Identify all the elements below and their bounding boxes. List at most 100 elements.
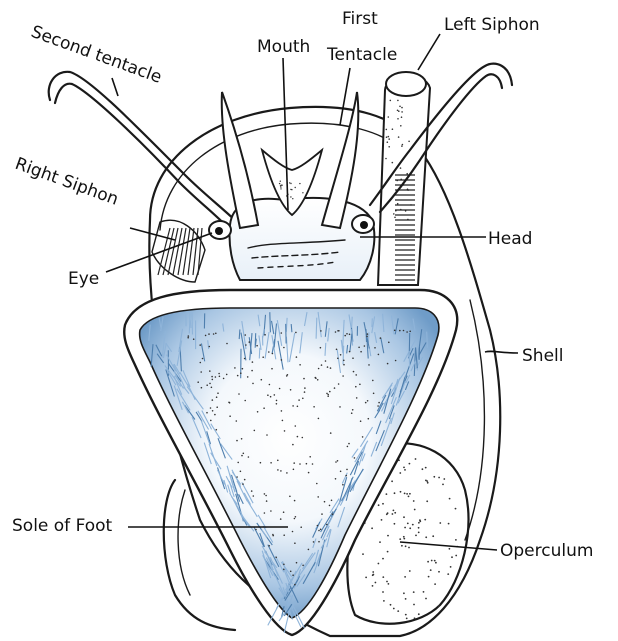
stipple-dot <box>400 125 402 127</box>
stipple-dot <box>201 387 203 389</box>
foot-texture-stroke <box>427 332 428 348</box>
first-tentacle-left <box>222 92 258 228</box>
stipple-dot <box>408 496 410 498</box>
stipple-dot <box>423 591 425 593</box>
stipple-dot <box>450 566 452 568</box>
stipple-dot <box>397 118 399 120</box>
stipple-dot <box>330 367 332 369</box>
stipple-dot <box>308 472 310 474</box>
stipple-dot <box>324 501 326 503</box>
stipple-dot <box>365 577 367 579</box>
stipple-dot <box>313 406 315 408</box>
stipple-dot <box>401 545 403 547</box>
stipple-dot <box>318 418 320 420</box>
stipple-dot <box>343 360 345 362</box>
label-operculum: Operculum <box>500 541 593 561</box>
stipple-dot <box>404 493 406 495</box>
stipple-dot <box>401 111 403 113</box>
stipple-dot <box>362 436 364 438</box>
stipple-dot <box>290 571 292 573</box>
stipple-dot <box>218 373 220 375</box>
stipple-dot <box>447 573 449 575</box>
stipple-dot <box>213 333 215 335</box>
stipple-dot <box>317 496 319 498</box>
stipple-dot <box>399 538 401 540</box>
stipple-dot <box>264 493 266 495</box>
stipple-dot <box>418 613 420 615</box>
stipple-dot <box>283 569 285 571</box>
stipple-dot <box>299 364 301 366</box>
stipple-dot <box>300 526 302 528</box>
stipple-dot <box>409 463 411 465</box>
stipple-dot <box>353 371 355 373</box>
stipple-dot <box>455 508 457 510</box>
stipple-dot <box>338 383 340 385</box>
stipple-dot <box>265 495 267 497</box>
stipple-dot <box>320 330 322 332</box>
stipple-dot <box>388 342 390 344</box>
stipple-dot <box>430 569 432 571</box>
stipple-dot <box>272 353 274 355</box>
stipple-dot <box>199 344 201 346</box>
stipple-dot <box>320 347 322 349</box>
stipple-dot <box>215 376 217 378</box>
stipple-dot <box>329 391 331 393</box>
stipple-dot <box>327 366 329 368</box>
stipple-dot <box>210 420 212 422</box>
stipple-dot <box>394 217 396 219</box>
stipple-dot <box>187 337 189 339</box>
stipple-dot <box>281 359 283 361</box>
stipple-dot <box>382 576 384 578</box>
stipple-dot <box>406 173 408 175</box>
stipple-dot <box>352 409 354 411</box>
stipple-dot <box>302 437 304 439</box>
stipple-dot <box>286 472 288 474</box>
stipple-dot <box>209 370 211 372</box>
stipple-dot <box>280 181 281 182</box>
stipple-dot <box>403 592 405 594</box>
stipple-dot <box>390 604 392 606</box>
stipple-dot <box>279 388 281 390</box>
stipple-dot <box>283 511 285 513</box>
stipple-dot <box>409 570 411 572</box>
stipple-dot <box>294 542 296 544</box>
stipple-dot <box>211 376 213 378</box>
stipple-dot <box>266 500 268 502</box>
stipple-dot <box>393 213 395 215</box>
stipple-dot <box>244 479 246 481</box>
stipple-dot <box>385 158 387 160</box>
stipple-dot <box>335 331 337 333</box>
stipple-dot <box>302 398 304 400</box>
stipple-dot <box>211 387 213 389</box>
stipple-dot <box>366 336 368 338</box>
stipple-dot <box>368 364 370 366</box>
stipple-dot <box>292 444 294 446</box>
stipple-dot <box>435 562 437 564</box>
stipple-dot <box>335 478 337 480</box>
foot-texture-stroke <box>366 329 367 342</box>
stipple-dot <box>267 394 269 396</box>
stipple-dot <box>392 513 394 515</box>
stipple-dot <box>200 362 202 364</box>
stipple-dot <box>419 519 421 521</box>
stipple-dot <box>372 380 374 382</box>
stipple-dot <box>214 414 216 416</box>
stipple-dot <box>375 582 377 584</box>
stipple-dot <box>284 430 286 432</box>
stipple-dot <box>240 471 242 473</box>
stipple-dot <box>241 438 243 440</box>
stipple-dot <box>387 551 389 553</box>
stipple-dot <box>425 598 427 600</box>
stipple-dot <box>212 410 214 412</box>
stipple-dot <box>362 553 364 555</box>
stipple-dot <box>245 334 247 336</box>
stipple-dot <box>304 387 306 389</box>
foot-texture-stroke <box>239 329 240 339</box>
stipple-dot <box>237 462 239 464</box>
stipple-dot <box>451 556 453 558</box>
stipple-dot <box>337 460 339 462</box>
stipple-dot <box>277 460 279 462</box>
stipple-dot <box>342 484 344 486</box>
stipple-dot <box>403 538 405 540</box>
stipple-dot <box>425 467 427 469</box>
